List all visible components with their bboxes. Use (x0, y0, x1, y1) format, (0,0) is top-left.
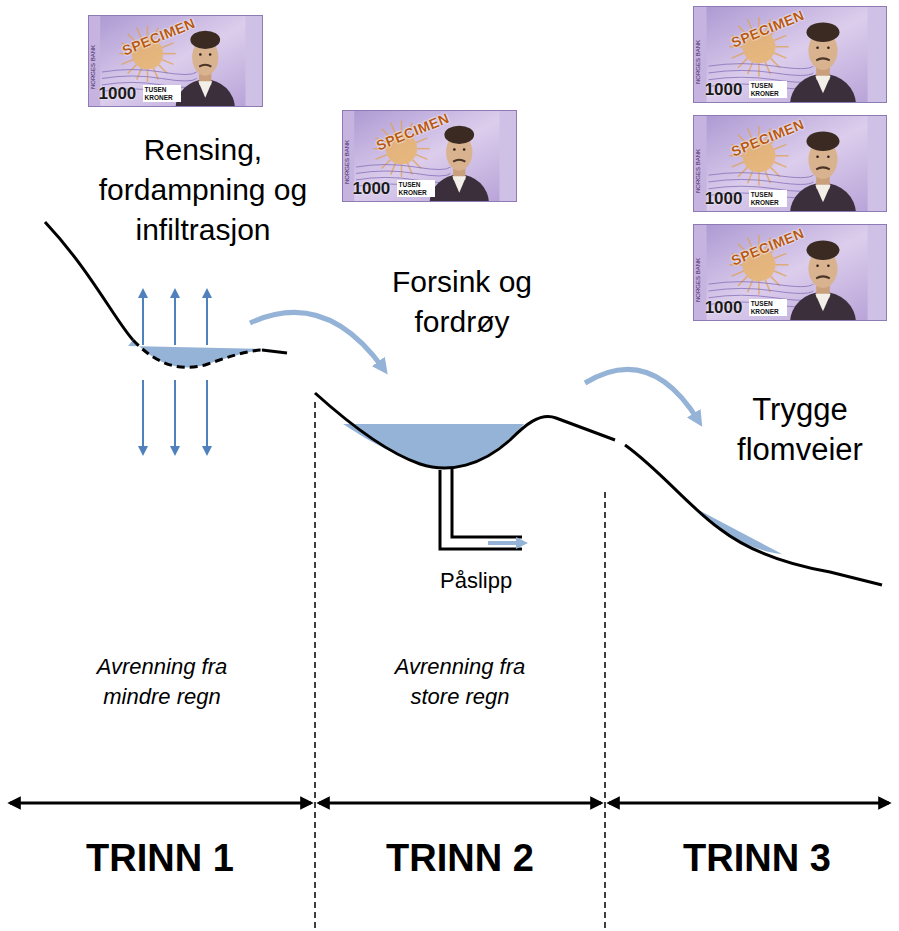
stage-divider (314, 402, 316, 931)
banknote-text: TUSEN KRONER (749, 190, 787, 207)
stage-range-arrows (10, 802, 889, 805)
banknote-text: TUSEN KRONER (749, 81, 787, 98)
floodway-water (693, 507, 782, 554)
banknote-text: 1000 (99, 85, 137, 103)
banknote: SPECIMEN1000TUSEN KRONERNORGES BANK (342, 110, 517, 202)
overflow-arrow (250, 312, 383, 368)
banknote: SPECIMEN1000TUSEN KRONERNORGES BANK (88, 15, 263, 107)
banknote-text: TUSEN KRONER (143, 85, 181, 102)
evaporation-arrows (143, 292, 207, 345)
banknote-text: NORGES BANK (695, 149, 702, 193)
banknote-text: TUSEN KRONER (749, 299, 787, 316)
banknote-text: 1000 (353, 180, 391, 198)
outlet-label: Påslipp (440, 568, 512, 594)
banknote-text: 1000 (705, 81, 743, 99)
banknote: SPECIMEN1000TUSEN KRONERNORGES BANK (693, 6, 887, 103)
outlet-arrow (488, 541, 522, 545)
stage-title: TRINN 1 (70, 836, 250, 880)
stage-heading: Rensing, fordampning og infiltrasjon (83, 130, 323, 250)
stage-title: TRINN 2 (370, 836, 550, 880)
banknote: SPECIMEN1000TUSEN KRONERNORGES BANK (693, 115, 887, 212)
banknote-text: NORGES BANK (90, 45, 97, 89)
stage-title: TRINN 3 (667, 836, 847, 880)
overflow-arrow (585, 369, 698, 420)
banknote: SPECIMEN1000TUSEN KRONERNORGES BANK (693, 224, 887, 321)
stage-heading: Trygge flomveier (715, 390, 885, 470)
banknote-text: 1000 (705, 299, 743, 317)
stage-divider (604, 492, 606, 931)
runoff-note: Avrenning fra store regn (375, 652, 545, 712)
outlet-pipe (452, 468, 522, 537)
infiltration-arrows (143, 380, 207, 452)
basin-water (343, 424, 524, 469)
terrain-line (45, 222, 133, 340)
banknote-text: TUSEN KRONER (397, 180, 435, 197)
terrain-line (262, 350, 287, 353)
terrain-dashed (133, 340, 262, 367)
terrain-line (315, 393, 615, 468)
banknote-text: NORGES BANK (695, 258, 702, 302)
runoff-note: Avrenning fra mindre regn (77, 652, 247, 712)
banknote-text: NORGES BANK (695, 40, 702, 84)
banknote-text: NORGES BANK (344, 140, 351, 184)
stage-heading: Forsink og fordrøy (382, 262, 542, 342)
banknote-text: 1000 (705, 190, 743, 208)
pool-water (128, 340, 266, 367)
